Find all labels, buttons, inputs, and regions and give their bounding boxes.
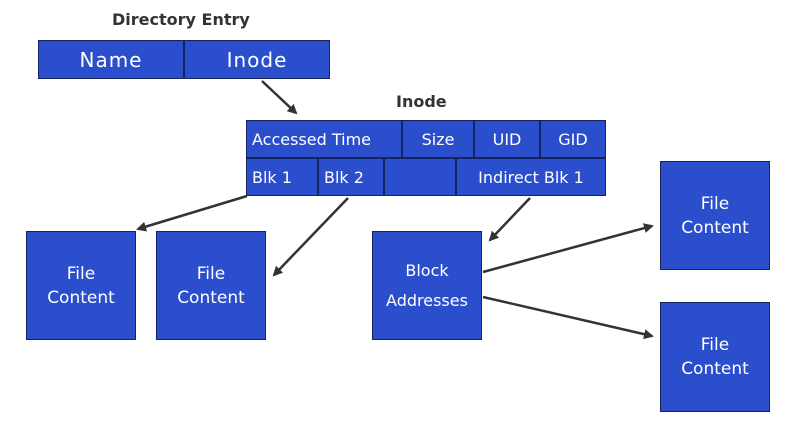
file-content-box-3: File Content [660,161,770,270]
file-content-box-4: File Content [660,302,770,412]
inode-empty-cell [384,158,456,196]
inode-size-cell: Size [402,120,474,158]
arrow-dir-to-inode [261,80,298,115]
directory-entry-title: Directory Entry [112,10,250,29]
arrow-block-to-file4 [482,295,654,340]
directory-name-cell: Name [38,40,184,79]
arrow-block-to-file3 [482,223,654,274]
file-content-box-1: File Content [26,231,136,340]
inode-blk2-cell: Blk 2 [318,158,384,196]
block-addresses-box: Block Addresses [372,231,482,340]
inode-blk1-cell: Blk 1 [246,158,318,196]
arrow-blk1-to-file1 [136,194,248,232]
inode-indirect-blk1-cell: Indirect Blk 1 [456,158,606,196]
inode-accessed-time-cell: Accessed Time [246,120,402,158]
directory-inode-cell: Inode [184,40,330,79]
arrow-blk2-to-file2 [272,197,349,277]
inode-title: Inode [396,92,447,111]
file-content-box-2: File Content [156,231,266,340]
inode-gid-cell: GID [540,120,606,158]
inode-uid-cell: UID [474,120,540,158]
arrow-indirect-to-block [488,197,531,242]
